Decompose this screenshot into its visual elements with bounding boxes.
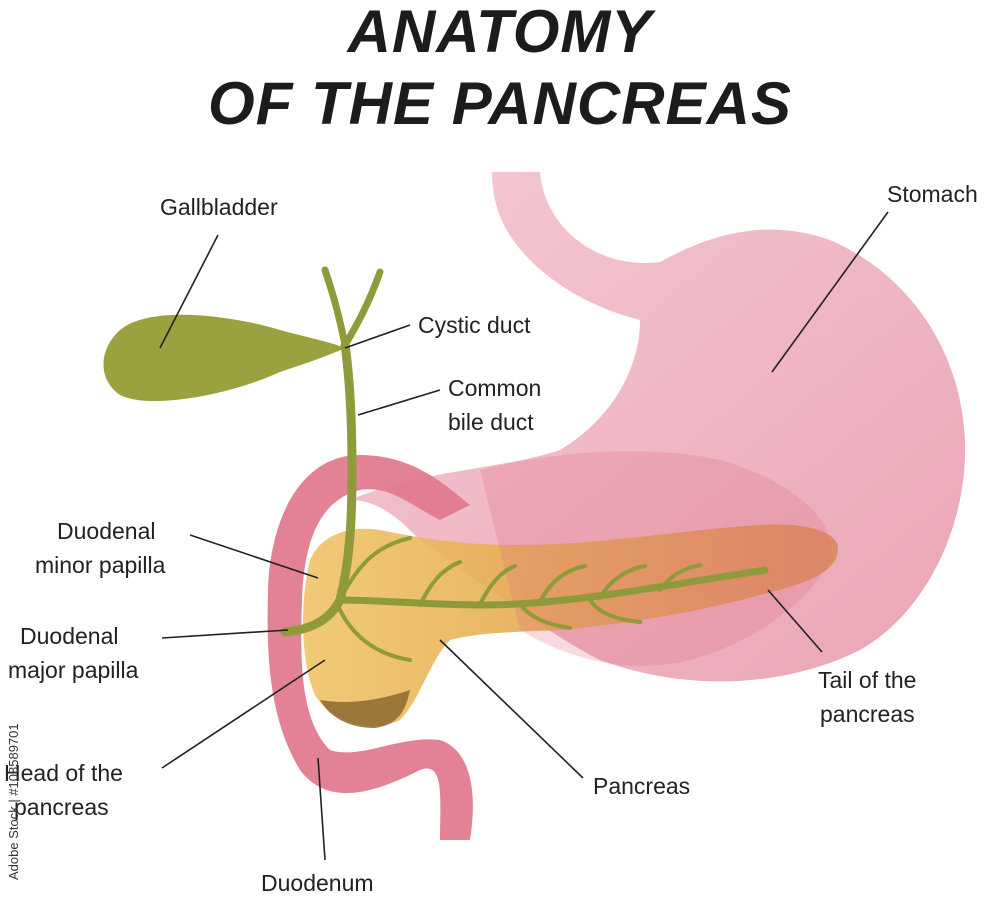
title-line-1: ANATOMY — [347, 0, 653, 65]
label-duodenal-minor-papilla-line2: minor papilla — [35, 552, 166, 578]
label-duodenal-minor-papilla: Duodenal minor papilla — [35, 514, 165, 582]
label-head-of-pancreas: Head of the pancreas — [4, 756, 123, 824]
title-line-2: OF THE PANCREAS — [208, 70, 792, 137]
bile-ducts — [280, 266, 769, 662]
pancreas — [303, 524, 839, 728]
label-tail-of-pancreas-line1: Tail of the — [818, 667, 917, 693]
label-duodenal-major-papilla-line2: major papilla — [8, 657, 139, 683]
label-duodenal-major-papilla: Duodenal major papilla — [8, 619, 138, 687]
label-duodenum: Duodenum — [261, 870, 374, 896]
label-head-of-pancreas-line2: pancreas — [14, 794, 109, 820]
label-pancreas: Pancreas — [593, 773, 691, 799]
label-tail-of-pancreas-line2: pancreas — [820, 701, 915, 727]
label-stomach: Stomach — [887, 181, 978, 207]
gallbladder — [103, 314, 345, 402]
label-common-bile-duct-line2: bile duct — [448, 409, 534, 435]
label-gallbladder: Gallbladder — [160, 194, 278, 220]
label-head-of-pancreas-line1: Head of the — [4, 760, 123, 786]
label-duodenal-minor-papilla-line1: Duodenal — [57, 518, 156, 544]
label-common-bile-duct: Common bile duct — [448, 371, 541, 439]
watermark: Adobe Stock | #108589701 — [6, 723, 21, 880]
label-common-bile-duct-line1: Common — [448, 375, 542, 401]
stomach-overlay — [480, 451, 832, 666]
label-cystic-duct: Cystic duct — [418, 312, 531, 338]
label-tail-of-pancreas: Tail of the pancreas — [818, 663, 916, 731]
duodenum — [267, 455, 473, 840]
leader-lines — [159, 211, 889, 861]
label-duodenal-major-papilla-line1: Duodenal — [20, 623, 119, 649]
